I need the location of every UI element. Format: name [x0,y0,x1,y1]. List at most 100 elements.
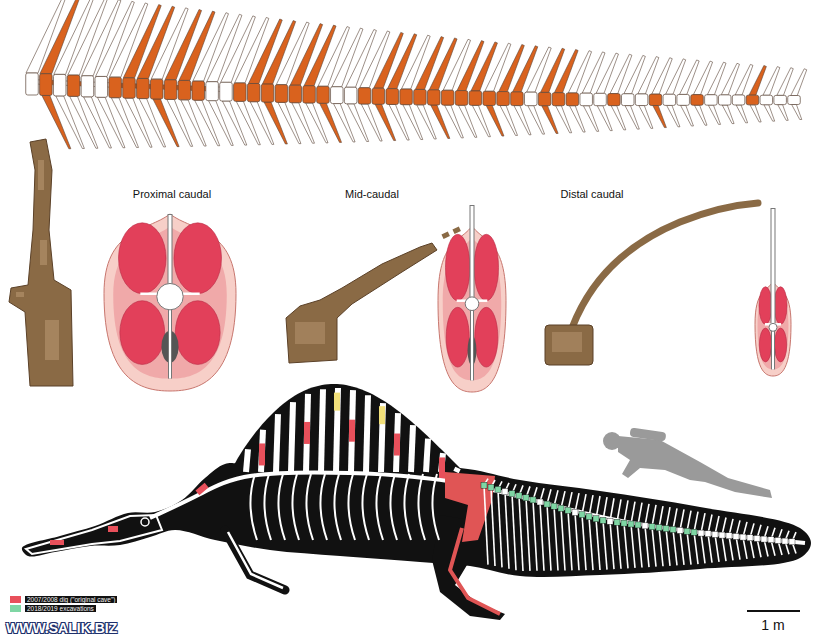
watermark: WWW.SALIK.BIZ [6,620,117,636]
tail-centrum [628,521,634,527]
tail-centrum [544,501,550,507]
fossil-texture [295,322,325,344]
scale-bar [747,610,800,612]
neural-spine [193,13,229,81]
centrum [289,85,302,103]
section-label: Distal caudal [561,188,624,200]
centrum [303,86,316,103]
muscle [774,328,786,362]
tail-chevron [694,532,698,564]
centrum [594,93,607,105]
centrum [109,77,122,98]
tail-chevron [687,531,691,564]
muscle [120,301,165,365]
tail-centrum [789,539,795,545]
fossil-texture [45,320,59,360]
fore-limb [225,530,285,590]
hind-leg-bones [450,528,500,614]
tail-chevron [680,530,684,565]
centrum [511,92,524,106]
centrum [26,73,39,95]
chevron [639,106,653,129]
tail-neural-spine [589,495,593,517]
centrum [663,94,676,105]
tail-centrum [733,533,739,539]
tail-centrum [775,537,781,543]
tail-chevron [673,529,677,565]
chevron [722,105,734,124]
tail-cross-section [438,205,506,392]
fossil-texture [552,332,582,352]
skin-outline [104,214,236,391]
tail-chevron [533,500,537,571]
chevron [694,105,707,125]
tail-chevron [652,527,656,567]
centrum [220,82,233,101]
tail-centrum [782,538,788,544]
tail-neural-spine [596,496,600,519]
centrum [67,75,80,96]
tail-centrum [656,525,662,531]
sail-spine [366,395,368,472]
centrum [192,81,205,100]
tail-centrum [530,497,536,503]
diver-silhouette [603,428,772,498]
neural-spine [763,67,780,96]
muscle [774,287,787,325]
tail-neural-spine [638,503,642,525]
orbit [141,518,149,526]
tail-centrum [586,514,592,520]
centrum [331,87,344,104]
tail-centrum [761,536,767,542]
rib [334,474,341,540]
tail-centrum [754,535,760,541]
centrum [40,74,53,96]
neural-spine [749,65,766,95]
centrum [465,297,479,311]
chevron [764,105,775,121]
neural-spine [179,11,215,80]
centrum [580,93,593,106]
centrum [788,96,801,105]
neural-spine [471,206,474,301]
tail-cross-section [104,214,236,391]
centrum [358,88,371,104]
tail-centrum [614,519,620,525]
fossil-spine-fragment [379,406,385,424]
scale-label: 1 m [761,617,784,633]
rib [306,474,313,540]
tail-chevron [596,519,600,570]
tail-centrum [726,533,732,539]
tail-centrum [516,493,522,499]
muscle [475,307,498,367]
tail-centrum [593,516,599,522]
rib [432,474,439,540]
neural-spine [262,21,295,85]
diver-body [618,436,772,498]
tail-centrum [740,534,746,540]
tail-centrum [698,530,704,536]
tail-chevron [505,492,509,569]
fossil-fragment [452,226,460,233]
fossil-texture [40,240,47,265]
centrum [455,91,468,106]
neural-spine-outline [771,208,776,324]
tail-chevron [582,515,586,571]
centrum [774,95,787,104]
tail-centrum [747,535,753,541]
neural-spine [791,69,807,96]
rib [250,474,257,540]
fossil-skull-fragment [50,540,64,545]
centrum [718,95,731,105]
tail-chevron [610,521,614,569]
tail-centrum [719,532,725,538]
tail-neural-spine [617,499,621,522]
tail-chevron [484,485,488,564]
tail-centrum [663,526,669,532]
centrum [483,91,496,105]
centrum [469,91,482,105]
chevron [792,105,802,120]
rib [264,474,271,540]
fossil-proximal-vertebra [9,139,73,386]
